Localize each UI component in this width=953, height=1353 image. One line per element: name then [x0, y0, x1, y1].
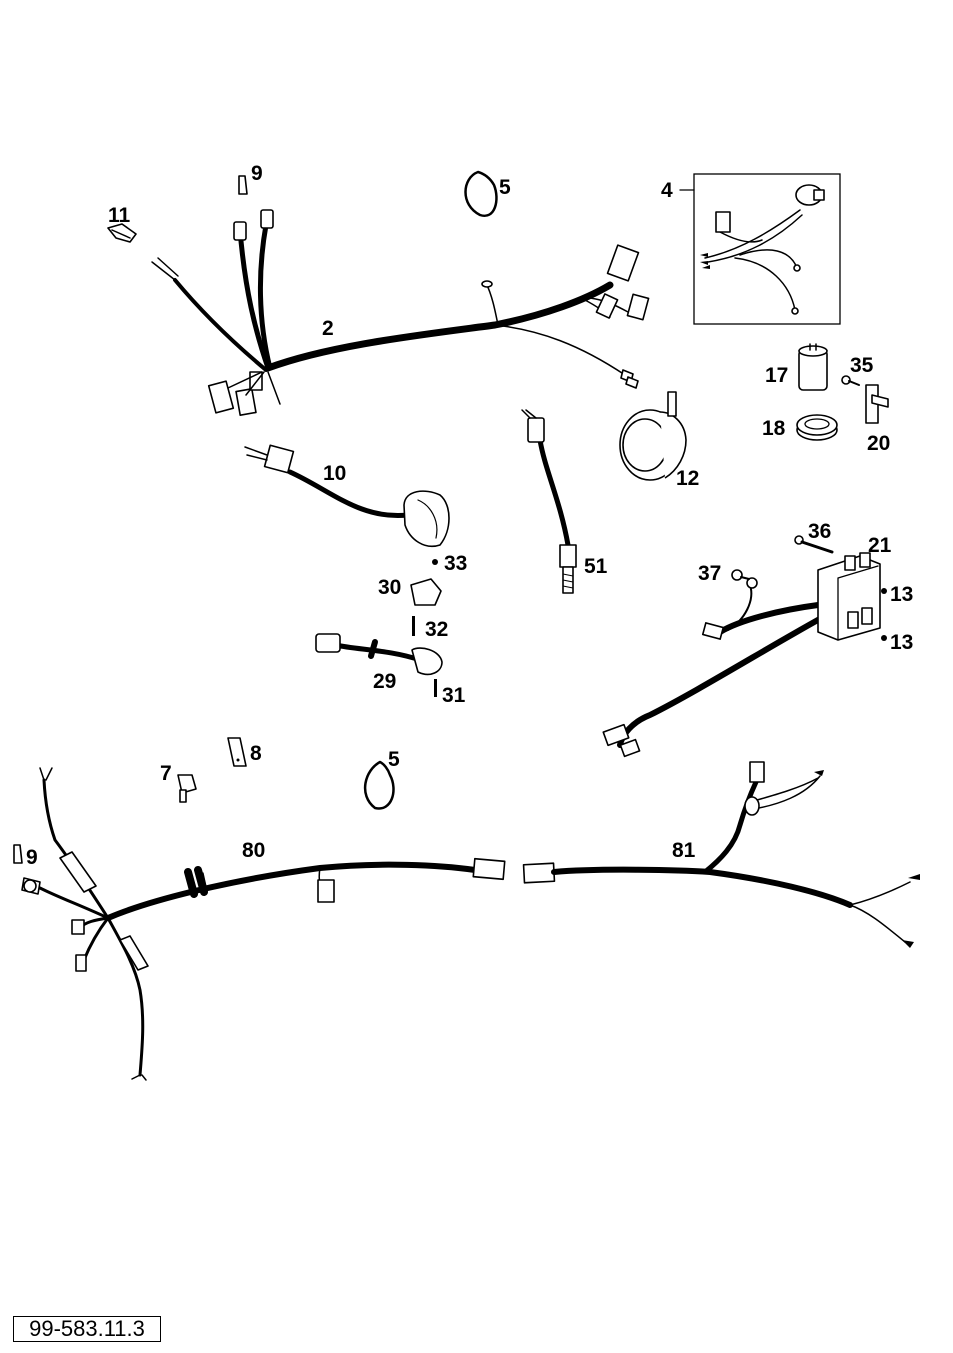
rubber-ring-part[interactable]	[796, 414, 838, 441]
sensor-cable-part[interactable]	[315, 633, 443, 676]
callout-31: 31	[442, 684, 466, 707]
screw-31-part[interactable]	[434, 679, 437, 697]
callout-13-upper: 13	[890, 583, 913, 606]
callout-29: 29	[373, 670, 396, 693]
callout-20: 20	[867, 432, 890, 455]
nut-part-upper[interactable]	[881, 588, 887, 594]
callout-17: 17	[765, 364, 788, 387]
callout-36: 36	[808, 520, 831, 543]
callout-4: 4	[661, 179, 673, 202]
nut-part-lower[interactable]	[881, 635, 887, 641]
front-harness-part[interactable]	[522, 761, 920, 948]
capacitor-part[interactable]	[798, 343, 828, 391]
bolt-part[interactable]	[794, 535, 834, 554]
small-screw-part[interactable]	[432, 559, 438, 565]
cover-part[interactable]	[410, 578, 442, 606]
regulator-harness-part[interactable]	[602, 552, 881, 758]
callout-13-lower: 13	[890, 631, 913, 654]
callout-35: 35	[850, 354, 874, 377]
callout-5-top: 5	[499, 176, 511, 199]
terminal-sleeve-part[interactable]	[238, 175, 248, 195]
horn-part[interactable]	[619, 391, 687, 481]
cable-tie-part[interactable]	[464, 170, 498, 217]
callout-8: 8	[250, 742, 262, 765]
callout-32: 32	[425, 618, 448, 641]
cable-tie-lower-part[interactable]	[363, 760, 395, 810]
bracket-part[interactable]	[865, 384, 889, 424]
callout-10: 10	[323, 462, 346, 485]
callout-9-lower: 9	[26, 846, 38, 869]
screw-part[interactable]	[841, 375, 860, 386]
screw-32-part[interactable]	[412, 616, 415, 636]
callout-12: 12	[676, 467, 699, 490]
callout-18: 18	[762, 417, 786, 440]
callout-5-lower: 5	[388, 748, 400, 771]
clip-part[interactable]	[177, 774, 197, 803]
callout-30: 30	[378, 576, 401, 599]
sub-harness-detail-box[interactable]	[679, 173, 841, 325]
pressure-switch-part[interactable]	[521, 409, 577, 594]
washer-screw-part[interactable]	[731, 569, 750, 581]
main-wiring-harness-part[interactable]	[151, 209, 650, 417]
callout-7: 7	[160, 762, 172, 785]
callout-9-top: 9	[251, 162, 263, 185]
terminal-sleeve-lower-part[interactable]	[13, 844, 23, 864]
drawing-reference-number: 99-583.11.3	[13, 1316, 161, 1342]
callout-33: 33	[444, 552, 467, 575]
callout-11: 11	[108, 204, 131, 227]
rear-harness-part[interactable]	[21, 767, 506, 1081]
callout-80: 80	[242, 839, 265, 862]
bulb-part[interactable]	[107, 223, 137, 243]
callout-2: 2	[322, 317, 334, 340]
plate-part[interactable]	[227, 737, 247, 767]
callout-81: 81	[672, 839, 696, 862]
callout-21: 21	[868, 534, 892, 557]
callout-37: 37	[698, 562, 721, 585]
callout-51: 51	[584, 555, 608, 578]
pickup-coil-part[interactable]	[244, 444, 450, 547]
